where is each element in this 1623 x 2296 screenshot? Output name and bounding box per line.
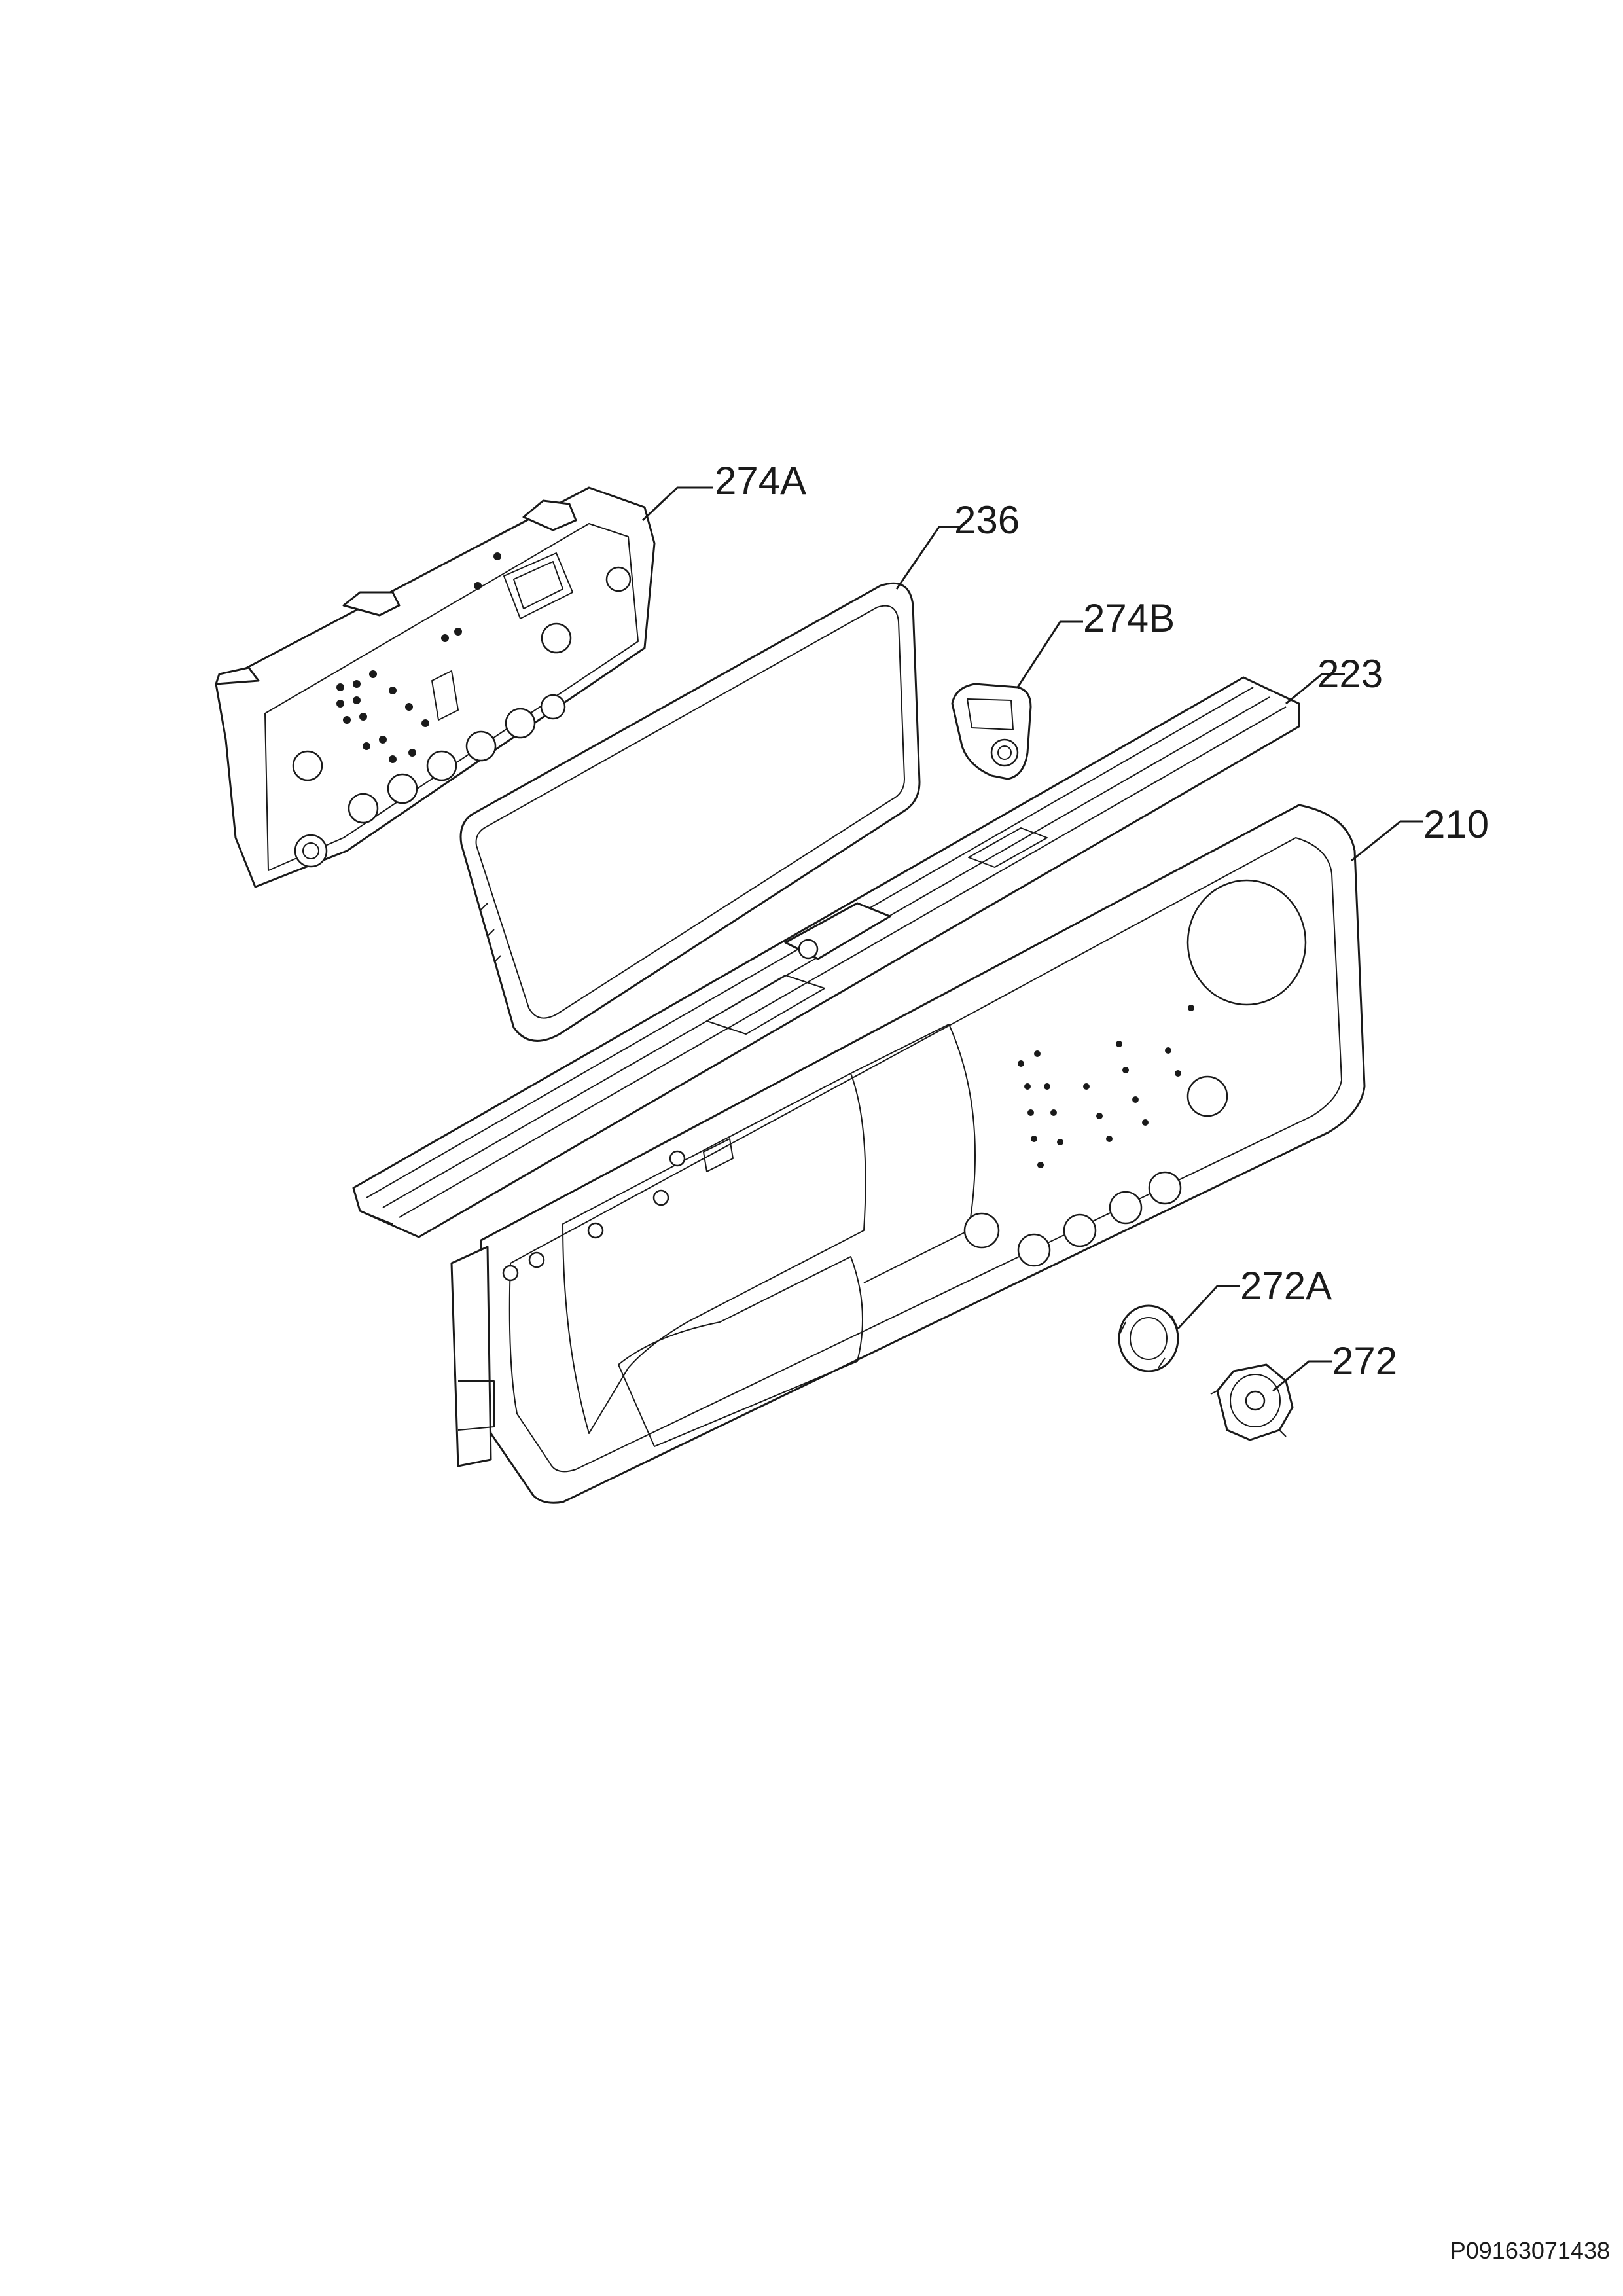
leader-272a: [1177, 1285, 1240, 1330]
part-236-gasket: [459, 582, 921, 1042]
part-274a-control-board: [215, 486, 656, 888]
leader-223: [1285, 673, 1345, 705]
part-272a-knob-ring: [1118, 1304, 1179, 1372]
leader-272: [1272, 1360, 1332, 1392]
part-272-knob: [1210, 1363, 1294, 1441]
callout-210: 210: [1423, 802, 1489, 846]
callout-236: 236: [954, 498, 1020, 542]
leader-274b: [1016, 620, 1083, 688]
part-210-control-panel: [450, 804, 1366, 1504]
leader-274a: [641, 486, 713, 522]
part-223-rail: [352, 676, 1300, 1238]
callout-274b: 274B: [1083, 596, 1175, 640]
callout-223: 223: [1317, 652, 1383, 696]
leader-236: [895, 526, 962, 590]
drawing-id: P09163071438: [1450, 2237, 1610, 2264]
callout-272: 272: [1332, 1339, 1397, 1383]
part-274b-display-bracket: [951, 683, 1032, 780]
leader-210: [1351, 820, 1423, 862]
callout-272a: 272A: [1240, 1264, 1332, 1308]
callout-274a: 274A: [715, 459, 806, 503]
